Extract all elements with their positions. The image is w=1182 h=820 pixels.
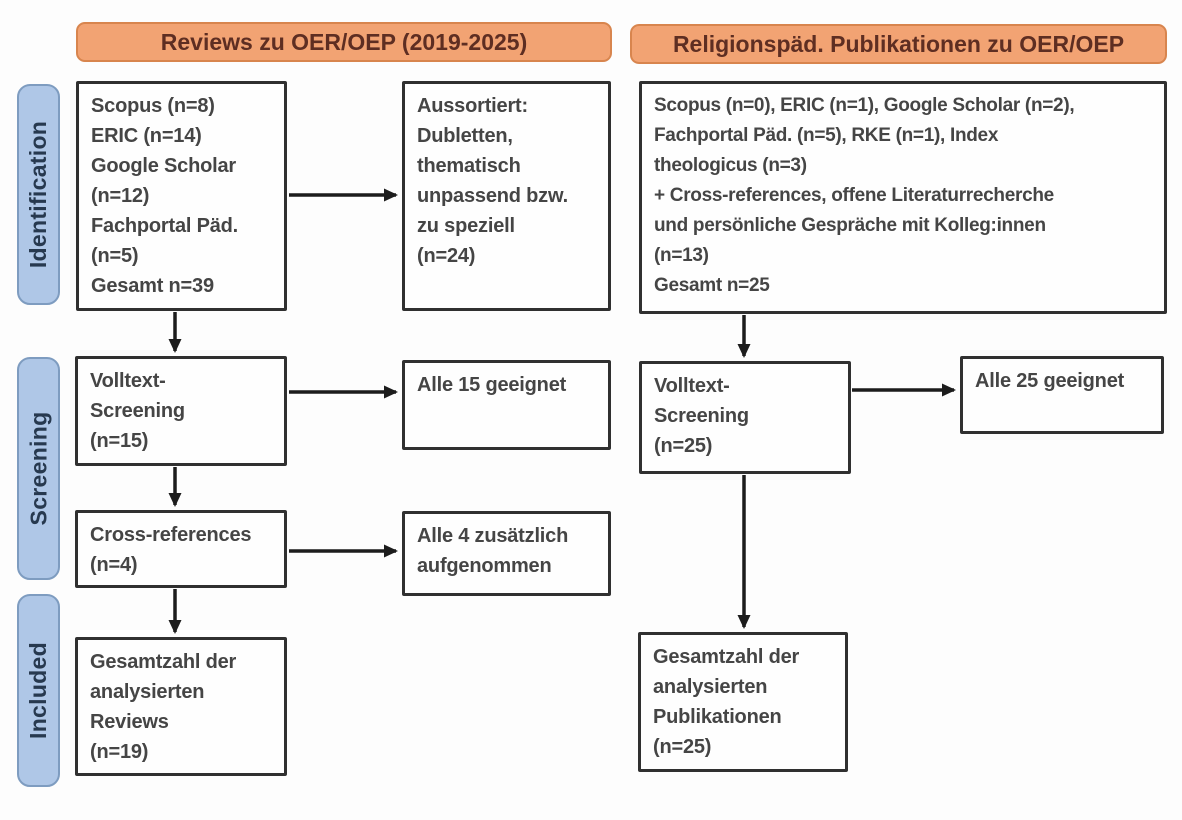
stage-label-identification: Identification (17, 84, 60, 305)
box-left-excluded-text: Aussortiert: Dubletten, thematisch unpas… (417, 95, 568, 267)
column-header-religionspaed-label: Religionspäd. Publikationen zu OER/OEP (672, 30, 1125, 57)
stage-label-included-text: Included (25, 642, 51, 739)
stage-label-identification-text: Identification (25, 120, 51, 269)
box-right-fulltext-result-text: Alle 25 geeignet (975, 370, 1125, 392)
box-left-fulltext-screening-text: Volltext- Screening (n=15) (90, 370, 185, 452)
box-left-included-total: Gesamtzahl der analysierten Reviews (n=1… (75, 637, 287, 776)
box-right-fulltext-screening: Volltext- Screening (n=25) (639, 361, 851, 474)
stage-label-screening-text: Screening (25, 411, 51, 526)
box-left-cross-references-result-text: Alle 4 zusätzlich aufgenommen (417, 525, 569, 577)
box-left-fulltext-result-text: Alle 15 geeignet (417, 374, 567, 396)
box-left-included-total-text: Gesamtzahl der analysierten Reviews (n=1… (90, 651, 237, 763)
box-right-included-total: Gesamtzahl der analysierten Publikatione… (638, 632, 848, 772)
box-left-cross-references: Cross-references (n=4) (75, 510, 287, 588)
box-right-fulltext-screening-text: Volltext- Screening (n=25) (654, 375, 749, 457)
box-left-fulltext-screening: Volltext- Screening (n=15) (75, 356, 287, 466)
column-header-reviews-label: Reviews zu OER/OEP (2019-2025) (160, 28, 528, 55)
box-right-sources-text: Scopus (n=0), ERIC (n=1), Google Scholar… (654, 95, 1075, 296)
column-header-reviews: Reviews zu OER/OEP (2019-2025) (76, 22, 612, 62)
stage-label-included: Included (17, 594, 60, 787)
column-header-religionspaed: Religionspäd. Publikationen zu OER/OEP (630, 24, 1167, 64)
box-left-fulltext-result: Alle 15 geeignet (402, 360, 611, 450)
box-left-sources: Scopus (n=8) ERIC (n=14) Google Scholar … (76, 81, 287, 311)
box-right-included-total-text: Gesamtzahl der analysierten Publikatione… (653, 646, 800, 758)
box-left-sources-text: Scopus (n=8) ERIC (n=14) Google Scholar … (91, 95, 239, 297)
box-right-fulltext-result: Alle 25 geeignet (960, 356, 1164, 434)
box-right-sources: Scopus (n=0), ERIC (n=1), Google Scholar… (639, 81, 1167, 314)
box-left-cross-references-text: Cross-references (n=4) (90, 524, 252, 576)
box-left-excluded: Aussortiert: Dubletten, thematisch unpas… (402, 81, 611, 311)
box-left-cross-references-result: Alle 4 zusätzlich aufgenommen (402, 511, 611, 596)
stage-label-screening: Screening (17, 357, 60, 580)
